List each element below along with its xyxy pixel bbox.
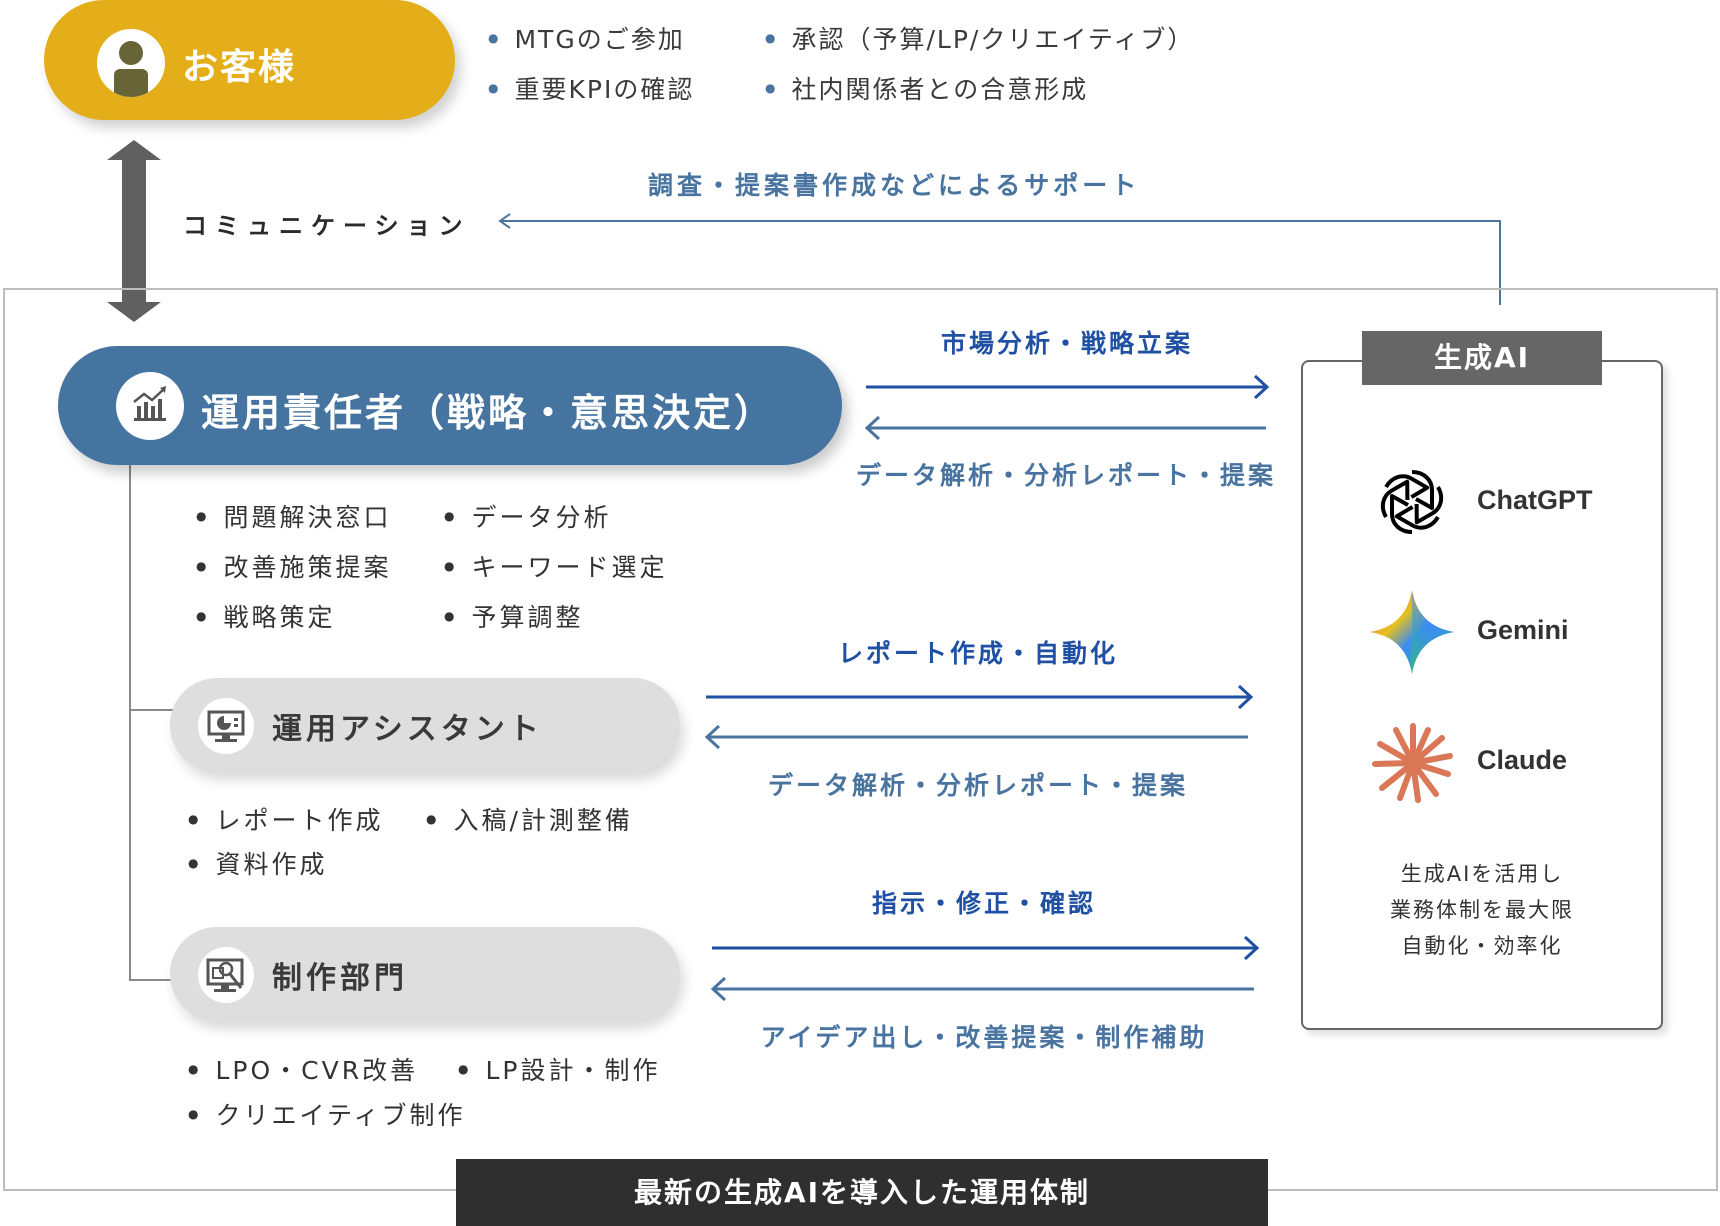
ai-model-name: Gemini <box>1477 615 1569 645</box>
production-bullet: LPO・CVR改善 <box>188 1051 418 1087</box>
customer-bullet: 承認（予算/LP/クリエイティブ） <box>765 20 1194 56</box>
tree-connector <box>129 709 174 711</box>
flow-in-label: アイデア出し・改善提案・制作補助 <box>760 1023 1208 1052</box>
production-bullet: LP設計・制作 <box>458 1051 661 1087</box>
arrow-down-icon <box>107 302 161 322</box>
flow-arrows-assistant <box>704 684 1254 750</box>
structure-banner: 最新の生成AIを導入した運用体制 <box>456 1159 1268 1226</box>
flow-arrows-manager <box>864 374 1270 441</box>
growth-chart-icon <box>116 372 184 440</box>
assistant-node: 運用アシスタント <box>170 678 680 772</box>
flow-out-label: レポート作成・自動化 <box>837 639 1118 668</box>
manager-node: 運用責任者（戦略・意思決定） <box>58 346 842 465</box>
customer-bullet: 重要KPIの確認 <box>488 70 694 106</box>
tree-connector <box>129 979 174 981</box>
manager-bullet: 問題解決窓口 <box>196 498 392 534</box>
assistant-bullet: 資料作成 <box>188 845 328 881</box>
customer-node: お客様 <box>44 0 455 120</box>
communication-arrow <box>122 158 146 303</box>
ai-model-name: Claude <box>1477 745 1568 775</box>
production-bullet: クリエイティブ制作 <box>188 1096 466 1132</box>
arrow-up-icon <box>107 140 161 160</box>
person-icon <box>97 29 165 97</box>
production-label: 制作部門 <box>272 961 408 996</box>
ai-panel <box>1301 360 1663 1030</box>
ai-title: 生成AI <box>1362 331 1602 385</box>
flow-arrows-production <box>710 935 1260 1002</box>
flow-in-label: データ解析・分析レポート・提案 <box>767 771 1188 800</box>
manager-bullet: 戦略策定 <box>196 598 336 634</box>
feedback-arrow <box>498 213 1501 305</box>
claude-starburst-icon <box>1372 722 1454 804</box>
assistant-bullet: 入稿/計測整備 <box>426 801 633 837</box>
flow-out-label: 市場分析・戦略立案 <box>940 329 1193 358</box>
ai-model-name: ChatGPT <box>1477 485 1593 515</box>
monitor-search-icon <box>198 947 254 1003</box>
ai-description-line: 自動化・効率化 <box>1401 934 1563 958</box>
assistant-bullet: レポート作成 <box>188 801 384 837</box>
flow-in-label: データ解析・分析レポート・提案 <box>855 461 1276 490</box>
production-node: 制作部門 <box>170 927 680 1021</box>
manager-bullet: 予算調整 <box>444 598 584 634</box>
tree-connector <box>129 465 131 980</box>
communication-label: コミュニケーション <box>183 212 471 240</box>
manager-bullet: 改善施策提案 <box>196 548 392 584</box>
flow-out-label: 指示・修正・確認 <box>871 889 1096 918</box>
gemini-sparkle-icon <box>1370 590 1454 674</box>
ai-description-line: 業務体制を最大限 <box>1390 898 1574 922</box>
manager-bullet: キーワード選定 <box>444 548 668 584</box>
customer-label: お客様 <box>182 47 297 88</box>
ai-description: 生成AIを活用し 業務体制を最大限 自動化・効率化 <box>1301 856 1663 964</box>
customer-bullet: 社内関係者との合意形成 <box>765 70 1088 106</box>
manager-bullet: データ分析 <box>444 498 612 534</box>
manager-label: 運用責任者（戦略・意思決定） <box>201 391 776 435</box>
monitor-chart-icon <box>198 698 254 754</box>
assistant-label: 運用アシスタント <box>272 712 543 747</box>
ai-description-line: 生成AIを活用し <box>1400 862 1564 886</box>
openai-logo-icon <box>1372 462 1452 542</box>
customer-bullet: MTGのご参加 <box>488 20 685 56</box>
feedback-label: 調査・提案書作成などによるサポート <box>648 171 1141 200</box>
